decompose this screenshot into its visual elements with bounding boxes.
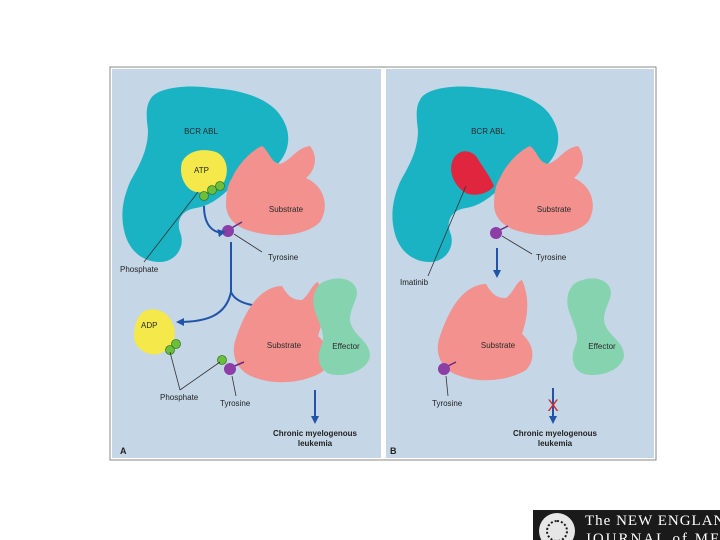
phosphate-group bbox=[216, 182, 225, 191]
label-tyrosine-top: Tyrosine bbox=[268, 253, 299, 262]
phosphate-group bbox=[172, 340, 181, 349]
label-outcome-a-line1: Chronic myelogenous bbox=[273, 429, 358, 438]
phosphate-group bbox=[208, 186, 217, 195]
journal-name-line2: JOURNAL of MEDICINE bbox=[585, 531, 720, 540]
label-phosphate-left: Phosphate bbox=[120, 265, 159, 274]
panel-a: BCR ABL ATP Substrate Tyrosine Phosphate… bbox=[112, 69, 381, 458]
label-outcome-b-line1: Chronic myelogenous bbox=[513, 429, 598, 438]
label-outcome-b-line2: leukemia bbox=[538, 439, 573, 448]
label-bcr-abl: BCR ABL bbox=[184, 127, 218, 136]
journal-name-line1: The NEW ENGLAND bbox=[585, 513, 720, 530]
journal-logo: The NEW ENGLAND JOURNAL of MEDICINE bbox=[533, 510, 720, 540]
label-tyrosine-bottom: Tyrosine bbox=[220, 399, 251, 408]
panel-b-letter: B bbox=[390, 446, 397, 456]
label-substrate-bottom: Substrate bbox=[267, 341, 302, 350]
phosphate-group bbox=[200, 192, 209, 201]
label-atp: ATP bbox=[194, 166, 209, 175]
tyrosine-residue-bottom bbox=[438, 363, 450, 375]
journal-seal-icon bbox=[539, 513, 575, 540]
label-tyrosine-top: Tyrosine bbox=[536, 253, 567, 262]
label-outcome-a-line2: leukemia bbox=[298, 439, 333, 448]
panel-a-letter: A bbox=[120, 446, 127, 456]
label-substrate-top: Substrate bbox=[269, 205, 304, 214]
tyrosine-residue-top bbox=[490, 227, 502, 239]
label-imatinib: Imatinib bbox=[400, 278, 429, 287]
label-substrate-bottom: Substrate bbox=[481, 341, 516, 350]
label-tyrosine-bottom: Tyrosine bbox=[432, 399, 463, 408]
label-effector: Effector bbox=[588, 342, 616, 351]
tyrosine-residue-bottom bbox=[224, 363, 236, 375]
label-adp: ADP bbox=[141, 321, 157, 330]
label-effector: Effector bbox=[332, 342, 360, 351]
panel-b: X BCR ABL Substrate Tyrosine Imatinib Su… bbox=[386, 69, 654, 458]
label-substrate-top: Substrate bbox=[537, 205, 572, 214]
block-mark: X bbox=[547, 396, 558, 415]
label-phosphate-bottom: Phosphate bbox=[160, 393, 199, 402]
label-bcr-abl: BCR ABL bbox=[471, 127, 505, 136]
tyrosine-residue-top bbox=[222, 225, 234, 237]
